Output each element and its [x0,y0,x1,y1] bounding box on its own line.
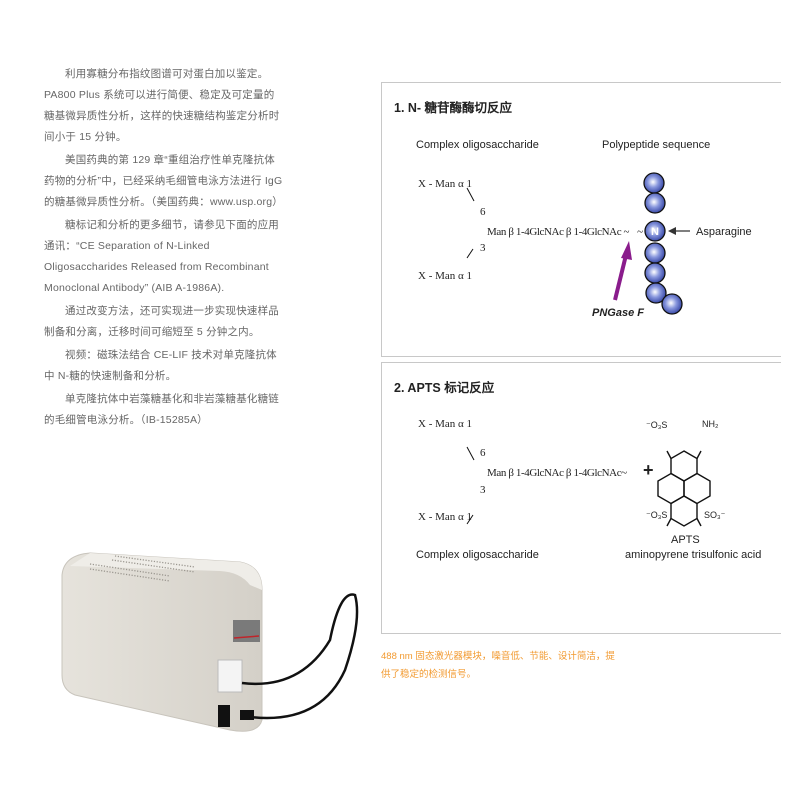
panel-title: 1. N- 糖苷酶酶切反应 [394,101,513,115]
laser-module-caption: 488 nm 固态激光器模块，噪音低、节能、设计简洁，提供了稳定的检测信号。 [381,651,615,680]
paragraph-app-note: 糖标记和分析的更多细节，请参见下面的应用通讯：“CE Separation of… [44,219,279,294]
so3-top-left: ⁻O₃S [646,420,668,430]
x-man-bottom: X - Man α 1 [418,270,473,282]
panel-apts-labeling: 2. APTS 标记反应 X - Man α 1 6 Man β 1-4GlcN… [381,362,781,634]
paragraph-usp: 美国药典的第 129 章“重组治疗性单克隆抗体药物的分析”中，已经采纳毛细管电泳… [44,154,283,208]
paragraph-fucosylation: 单克隆抗体中岩藻糖基化和非岩藻糖基化糖链的毛细管电泳分析。（IB-15285A） [44,393,279,426]
complex-oligosaccharide-label: Complex oligosaccharide [416,139,539,151]
pngase-f-label: PNGase F [592,307,644,319]
glycan-chain-row: Man β 1-4GlcNAc β 1-4GlcNAc~ [487,467,627,479]
paragraph-video: 视频：磁珠法结合 CE-LIF 技术对单克隆抗体中 N-糖的快速制备和分析。 [44,349,277,382]
x-man-top: X - Man α 1 [418,178,473,190]
plus-sign: + [643,460,654,480]
x-man-bottom: X - Man α 1 [418,511,473,523]
asparagine-label: Asparagine [696,226,752,238]
tilde: ~ [637,226,644,238]
complex-oligosaccharide-label: Complex oligosaccharide [416,549,539,561]
x-man-top: X - Man α 1 [418,418,473,430]
apts-full-name: aminopyrene trisulfonic acid [625,549,762,561]
panel-title: 2. APTS 标记反应 [394,381,495,395]
panel-n-glycosidase-reaction: 1. N- 糖苷酶酶切反应 Complex oligosaccharide Po… [381,82,781,357]
glycan-chain-row: Man β 1-4GlcNAc β 1-4GlcNAc ~ ~ [487,226,643,238]
polypeptide-label: Polypeptide sequence [602,139,711,151]
paragraph-fast-method: 通过改变方法，还可实现进一步实现快速样品制备和分离，迁移时间可缩短至 5 分钟之… [44,305,279,338]
position-3: 3 [480,242,486,254]
position-3: 3 [480,484,486,496]
left-text-column: 利用寡糖分布指纹图谱可对蛋白加以鉴定。PA800 Plus 系统可以进行简便、稳… [44,64,284,431]
so3-bottom-left: ⁻O₃S [646,510,668,520]
paragraph-fingerprint: 利用寡糖分布指纹图谱可对蛋白加以鉴定。PA800 Plus 系统可以进行简便、稳… [44,68,280,143]
glycan-chain: Man β 1-4GlcNAc β 1-4GlcNAc ~ [487,226,630,238]
glycan-chain: Man β 1-4GlcNAc β 1-4GlcNAc~ [487,467,627,479]
position-6: 6 [480,206,486,218]
so3-bottom-right: SO₃⁻ [704,510,726,520]
apts-label: APTS [671,534,700,546]
nh2-label: NH₂ [702,419,719,429]
position-6: 6 [480,447,486,459]
